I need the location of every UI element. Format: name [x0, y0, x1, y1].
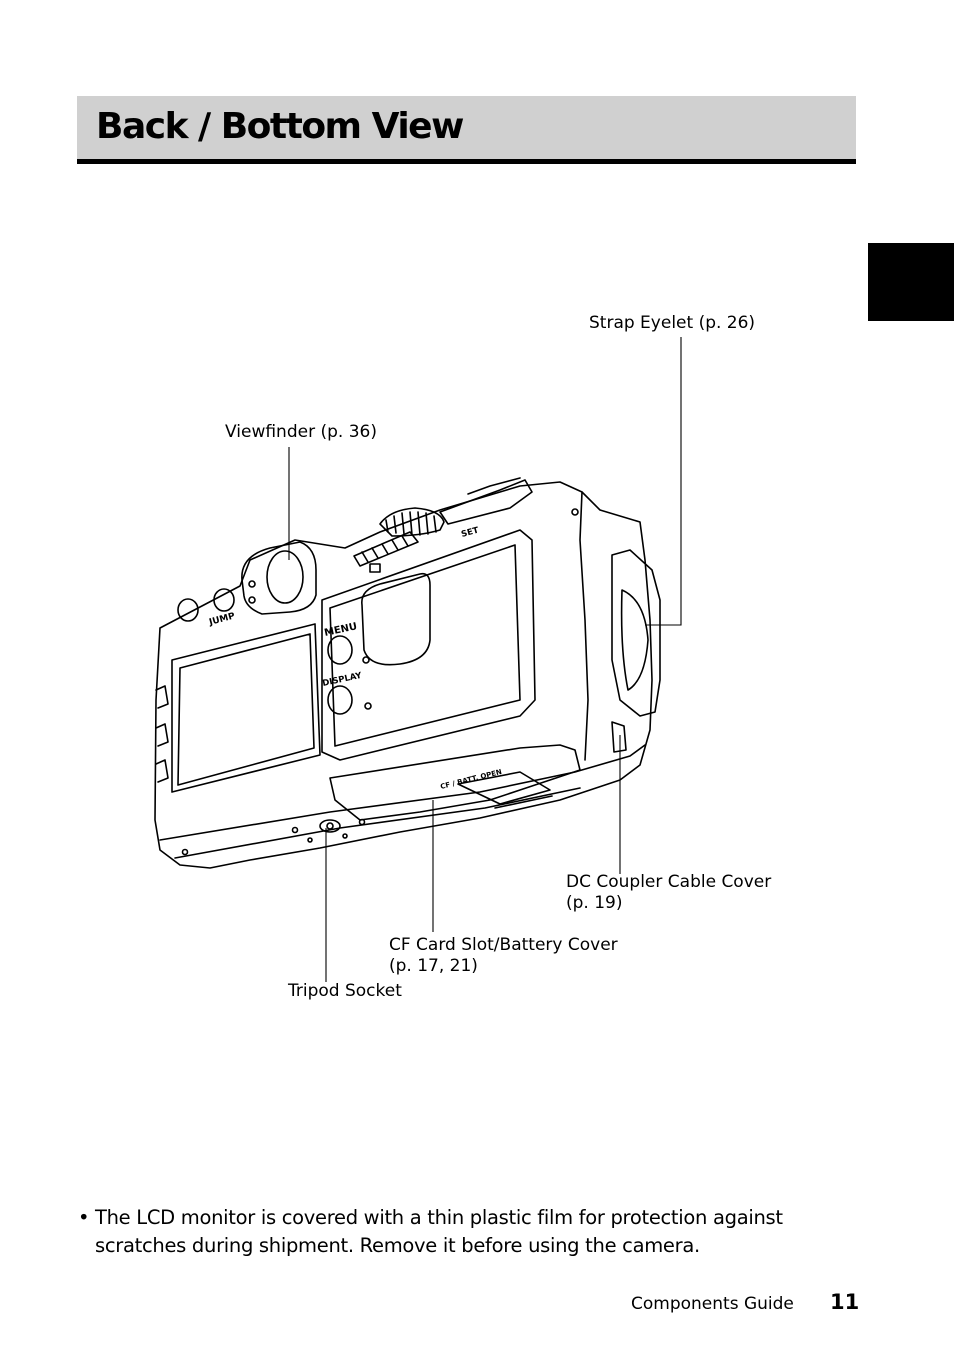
menu-button-shape	[327, 635, 353, 665]
footer-page-number: 11	[830, 1290, 860, 1314]
dc-coupler-cover	[611, 721, 627, 753]
leader-strap-eyelet	[645, 337, 682, 626]
note-paragraph: • The LCD monitor is covered with a thin…	[78, 1204, 838, 1260]
viewfinder-eyepiece	[266, 550, 304, 604]
page-title: Back / Bottom View	[96, 106, 464, 147]
callout-viewfinder: Viewfinder (p. 36)	[225, 422, 377, 442]
tripod-socket-shape	[319, 819, 341, 833]
back-panel	[321, 529, 536, 761]
section-tab-marker	[868, 243, 954, 321]
callout-cf-card: CF Card Slot/Battery Cover (p. 17, 21)	[389, 935, 618, 977]
callout-cf-card-line2: (p. 17, 21)	[389, 956, 478, 976]
camera-label-cf-open: CF / BATT. OPEN	[440, 768, 503, 791]
callout-dc-coupler-line2: (p. 19)	[566, 893, 623, 913]
camera-label-jump: JUMP	[207, 611, 236, 628]
strap-eyelet	[611, 549, 661, 717]
camera-body-outline	[154, 481, 653, 869]
camera-bottom-plate	[159, 744, 646, 841]
callout-tripod-socket: Tripod Socket	[288, 981, 402, 1001]
display-button-shape	[327, 685, 353, 715]
callout-dc-coupler-line1: DC Coupler Cable Cover	[566, 872, 772, 892]
footer-section-name: Components Guide	[631, 1294, 794, 1314]
lcd-monitor	[171, 623, 321, 793]
camera-label-display: DISPLAY	[322, 671, 364, 689]
callout-strap-eyelet: Strap Eyelet (p. 26)	[589, 313, 756, 333]
title-bar: Back / Bottom View	[77, 96, 856, 164]
callout-dc-coupler: DC Coupler Cable Cover (p. 19)	[566, 872, 771, 914]
note-text: The LCD monitor is covered with a thin p…	[95, 1206, 783, 1257]
camera-label-menu: MENU	[323, 621, 358, 639]
mode-dial	[379, 507, 445, 537]
note-bullet: •	[78, 1206, 90, 1229]
viewfinder-housing	[241, 541, 317, 615]
callout-cf-card-line1: CF Card Slot/Battery Cover	[389, 935, 618, 955]
cf-card-cover	[329, 744, 581, 821]
camera-label-set: SET	[460, 526, 480, 540]
